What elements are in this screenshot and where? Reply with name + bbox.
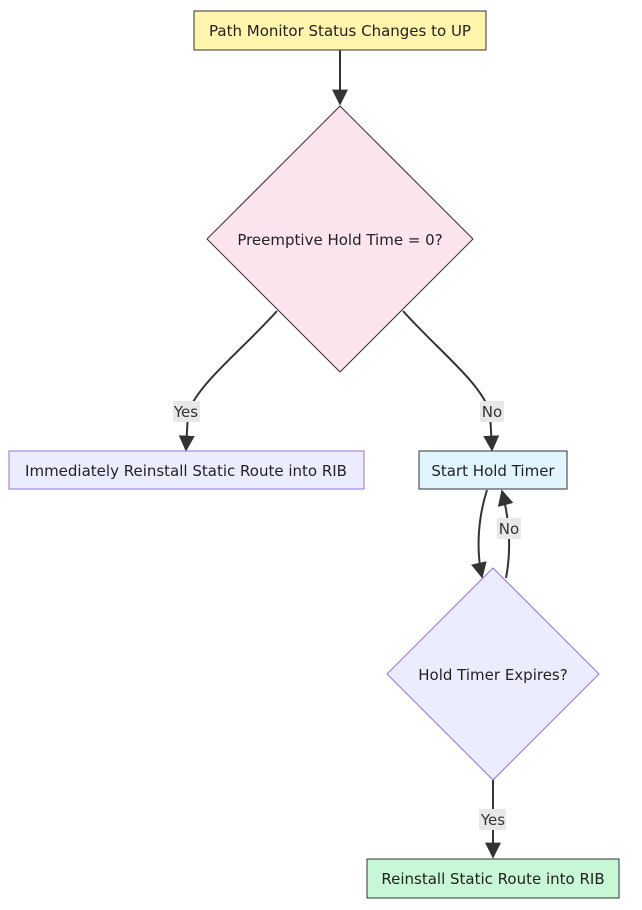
edge-label-yes-immediate-bg <box>173 401 200 422</box>
hold-time-decision-diamond <box>206 105 474 373</box>
edge-no-to-start-timer <box>402 310 500 452</box>
immediate-reinstall-label: Immediately Reinstall Static Route into … <box>25 462 347 480</box>
start-hold-timer-label: Start Hold Timer <box>431 462 555 480</box>
reinstall-label: Reinstall Static Route into RIB <box>381 870 604 888</box>
start-hold-timer-node: Start Hold Timer <box>418 450 568 490</box>
immediate-reinstall-node: Immediately Reinstall Static Route into … <box>8 450 365 490</box>
hold-time-decision-label: Preemptive Hold Time = 0? <box>237 231 442 249</box>
immediate-reinstall-box <box>8 450 365 490</box>
edge-label-yes-immediate-text: Yes <box>173 403 198 421</box>
start-hold-timer-box <box>418 450 568 490</box>
edge-label-no-timer: No <box>480 401 504 422</box>
edge-label-yes-reinstall-text: Yes <box>480 811 505 829</box>
edge-yes-to-immediate-reinstall <box>178 310 278 452</box>
edge-label-no-loop-text: No <box>499 520 519 538</box>
start-node: Path Monitor Status Changes to UP <box>193 10 487 51</box>
timer-expires-decision-label: Hold Timer Expires? <box>418 666 567 684</box>
start-node-label: Path Monitor Status Changes to UP <box>209 22 471 40</box>
edge-label-no-timer-bg <box>480 401 504 422</box>
edge-label-yes-reinstall-bg <box>479 809 506 830</box>
hold-time-decision-node: Preemptive Hold Time = 0? <box>206 105 474 373</box>
edge-label-no-loop-bg <box>497 518 521 539</box>
edge-label-yes-reinstall: Yes <box>479 809 506 830</box>
edge-start-timer-to-timer-decision <box>471 489 488 579</box>
edge-label-no-timer-text: No <box>482 403 502 421</box>
edge-label-no-loop: No <box>497 518 521 539</box>
reinstall-box <box>366 858 620 899</box>
timer-expires-decision-node: Hold Timer Expires? <box>386 567 600 781</box>
start-node-box <box>193 10 487 51</box>
timer-expires-decision-diamond <box>386 567 600 781</box>
reinstall-node: Reinstall Static Route into RIB <box>366 858 620 899</box>
edge-label-yes-immediate: Yes <box>173 401 200 422</box>
